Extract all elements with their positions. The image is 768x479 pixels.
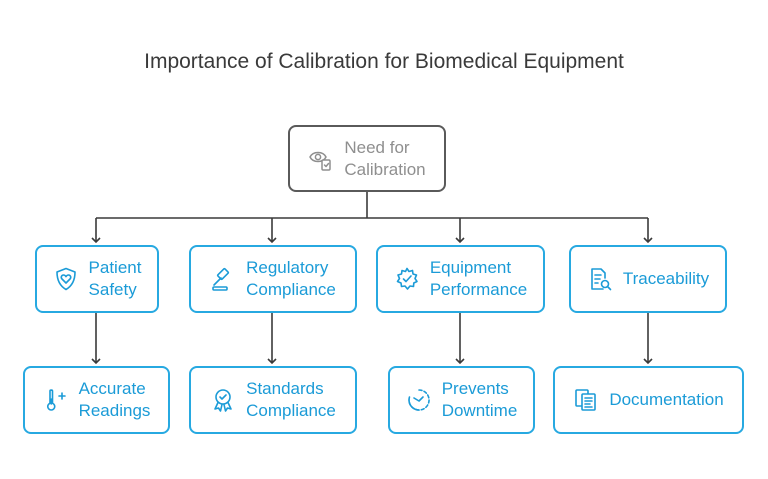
award-badge-icon <box>214 389 232 412</box>
node-label: Regulatory Compliance <box>246 258 336 299</box>
node-label: Patient Safety <box>88 258 142 299</box>
eye-clipboard-icon <box>309 151 332 171</box>
document-search-icon <box>591 268 612 291</box>
node-regulatory-compliance: Regulatory Compliance <box>189 245 357 313</box>
node-label: Standards Compliance <box>246 379 336 420</box>
node-label: Equipment Performance <box>429 258 528 299</box>
node-documentation: Documentation <box>553 366 744 434</box>
node-label: Prevents Downtime <box>441 379 518 420</box>
node-equipment-performance: Equipment Performance <box>376 245 545 313</box>
documents-icon <box>575 389 597 411</box>
node-label: Need for Calibration <box>344 137 426 179</box>
node-traceability: Traceability <box>569 245 727 313</box>
thermometer-icon <box>46 389 66 411</box>
gear-check-icon <box>396 267 418 290</box>
node-standards-compliance: Standards Compliance <box>189 366 357 434</box>
timer-icon <box>407 389 430 411</box>
diagram-title: Importance of Calibration for Biomedical… <box>144 50 624 73</box>
node-accurate-readings: Accurate Readings <box>23 366 170 434</box>
heart-shield-icon <box>55 267 76 291</box>
node-label: Documentation <box>609 390 724 409</box>
node-label: Traceability <box>622 269 710 288</box>
node-label: Accurate Readings <box>78 379 151 420</box>
node-need-for-calibration: Need for Calibration <box>288 125 446 192</box>
gavel-icon <box>212 267 230 291</box>
node-patient-safety: Patient Safety <box>35 245 159 313</box>
node-prevents-downtime: Prevents Downtime <box>388 366 535 434</box>
